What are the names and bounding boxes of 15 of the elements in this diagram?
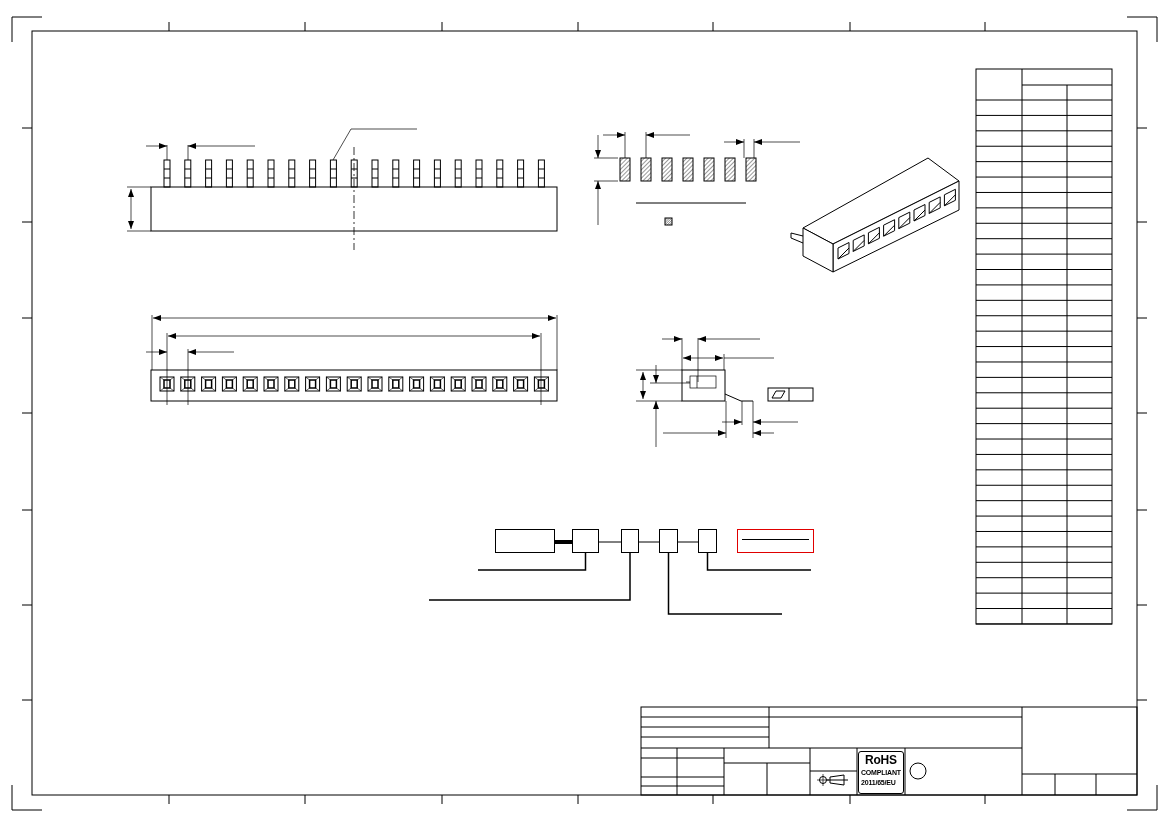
part-code-box <box>659 529 678 553</box>
separator-dash <box>555 540 572 544</box>
part-code-box <box>495 529 555 553</box>
separator-dash <box>677 541 699 543</box>
leader-line <box>667 552 783 615</box>
separator-dash <box>638 541 660 543</box>
leader-line <box>428 552 631 601</box>
part-code-box <box>572 529 599 553</box>
part-code-box <box>621 529 639 553</box>
note-box <box>737 529 814 553</box>
part-code-box <box>698 529 717 553</box>
leader-line <box>706 552 812 571</box>
leader-line <box>477 552 587 571</box>
separator-dash <box>598 541 622 543</box>
rohs-text: RoHS <box>865 754 897 766</box>
